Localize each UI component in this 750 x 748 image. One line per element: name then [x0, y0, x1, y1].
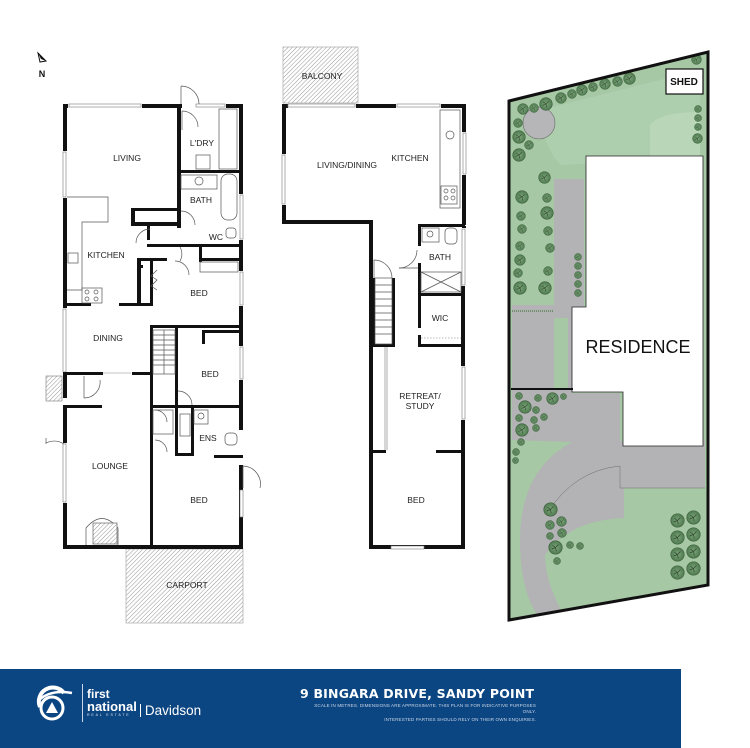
- agency-brand: first national REAL ESTATE Davidson: [32, 683, 201, 723]
- stairs-icon: [152, 329, 176, 375]
- office-divider: [139, 703, 141, 717]
- brand-divider: [82, 684, 83, 722]
- disclaimer-line-1: SCALE IN METRES. DIMENSIONS ARE APPROXIM…: [314, 703, 536, 714]
- north-label: N: [39, 69, 46, 79]
- residence-label: RESIDENCE: [585, 337, 690, 357]
- first-floor-plan: BALCONY LIVING/DINING KITCHEN BATH WIC R…: [281, 46, 467, 550]
- floor-plan-canvas: N: [37, 46, 710, 624]
- room-label-carport: CARPORT: [166, 580, 207, 590]
- room-label-lounge: LOUNGE: [92, 461, 128, 471]
- residence-footprint: [571, 155, 704, 447]
- room-label-wic: WIC: [432, 313, 449, 323]
- room-label-balcony: BALCONY: [302, 71, 343, 81]
- room-label-bed-upper: BED: [407, 495, 424, 505]
- first-national-logo-icon: [36, 685, 73, 721]
- room-label-bed-3: BED: [190, 495, 207, 505]
- property-boundary: [507, 50, 710, 622]
- room-label-dining: DINING: [93, 333, 123, 343]
- room-label-laundry: L'DRY: [190, 138, 214, 148]
- north-arrow-icon: N: [37, 51, 48, 79]
- shed-label: SHED: [670, 77, 698, 88]
- room-label-bath-upper: BATH: [429, 252, 451, 262]
- room-label-wc: WC: [209, 232, 223, 242]
- office-name-block: Davidson: [139, 702, 202, 718]
- room-label-living: LIVING: [113, 153, 141, 163]
- room-label-kitchen: KITCHEN: [87, 250, 124, 260]
- property-address: 9 BINGARA DRIVE, SANDY POINT: [300, 686, 535, 701]
- ground-floor-plan: LIVING L'DRY BATH WC KITCHEN BED DINING …: [45, 85, 261, 624]
- room-label-study: STUDY: [406, 401, 435, 411]
- site-plan: SHED RESIDENCE: [507, 50, 710, 622]
- carport-area: [125, 548, 244, 624]
- room-label-bath: BATH: [190, 195, 212, 205]
- brand-real-estate: REAL ESTATE: [87, 713, 131, 718]
- room-label-ensuite: ENS: [199, 433, 217, 443]
- shed-box: [665, 68, 704, 95]
- brand-national: national: [87, 699, 137, 715]
- room-label-living-dining: LIVING/DINING: [317, 160, 377, 170]
- room-label-retreat: RETREAT/: [399, 391, 441, 401]
- address-block: 9 BINGARA DRIVE, SANDY POINT SCALE IN ME…: [300, 686, 536, 723]
- office-name: Davidson: [144, 702, 202, 718]
- room-label-bed-2: BED: [201, 369, 218, 379]
- balcony-area: [282, 46, 359, 104]
- brand-first: first: [87, 687, 110, 702]
- stairs-icon: [374, 277, 393, 345]
- brand-wordmark: first national REAL ESTATE: [87, 688, 137, 718]
- room-label-kitchen-upper: KITCHEN: [391, 153, 428, 163]
- room-label-bed-1: BED: [190, 288, 207, 298]
- disclaimer-line-2: INTERESTED PARTIES SHOULD RELY ON THEIR …: [384, 717, 536, 722]
- footer-banner: first national REAL ESTATE Davidson 9 BI…: [0, 669, 681, 748]
